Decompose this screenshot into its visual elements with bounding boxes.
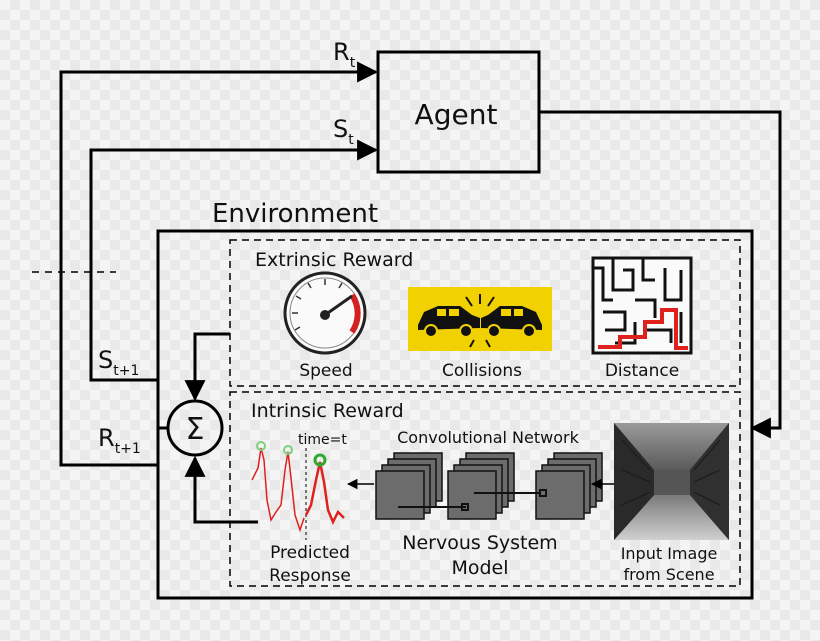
intrinsic-title: Intrinsic Reward <box>251 400 404 422</box>
predicted-label-1: Predicted <box>270 543 350 563</box>
intrinsic-panel <box>229 391 741 587</box>
scene-image <box>614 423 729 540</box>
feature-map-stack-3 <box>535 452 603 520</box>
feature-map-stack-2 <box>447 452 515 520</box>
feature-map-stack-1 <box>375 452 443 520</box>
label-r-t1: Rt+1 <box>98 424 141 457</box>
environment-label: Environment <box>212 199 378 229</box>
label-s-t1: St+1 <box>98 346 139 379</box>
intrinsic-to-sum-wire <box>184 455 258 524</box>
extrinsic-to-sum-wire <box>184 332 230 402</box>
extrinsic-title: Extrinsic Reward <box>255 249 413 271</box>
label-r-t: Rt <box>333 38 356 71</box>
environment-box <box>156 229 754 600</box>
maze-solution-path <box>598 308 688 350</box>
agent-label: Agent <box>415 98 498 131</box>
label-s-t: St <box>333 115 354 148</box>
sum-symbol: Σ <box>186 412 205 447</box>
nervous-system-label-2: Model <box>451 557 508 579</box>
car-crash-icon <box>408 287 552 351</box>
input-image-label-1: Input Image <box>621 544 718 563</box>
state-feedback-wire <box>89 139 379 382</box>
collisions-label: Collisions <box>442 361 522 381</box>
input-image-label-2: from Scene <box>623 565 714 584</box>
speed-label: Speed <box>299 361 352 381</box>
reward-feedback-wire <box>59 61 379 467</box>
extrinsic-panel <box>229 239 741 387</box>
distance-label: Distance <box>605 361 679 381</box>
nervous-system-label-1: Nervous System <box>402 532 557 554</box>
predicted-label-2: Response <box>269 566 351 586</box>
action-wire <box>539 110 782 439</box>
time-label: time=t <box>298 432 347 448</box>
speedometer-icon <box>283 271 367 355</box>
conv-connectors <box>398 489 547 511</box>
conv-network-label: Convolutional Network <box>397 428 579 447</box>
neural-response-plot <box>251 441 345 540</box>
